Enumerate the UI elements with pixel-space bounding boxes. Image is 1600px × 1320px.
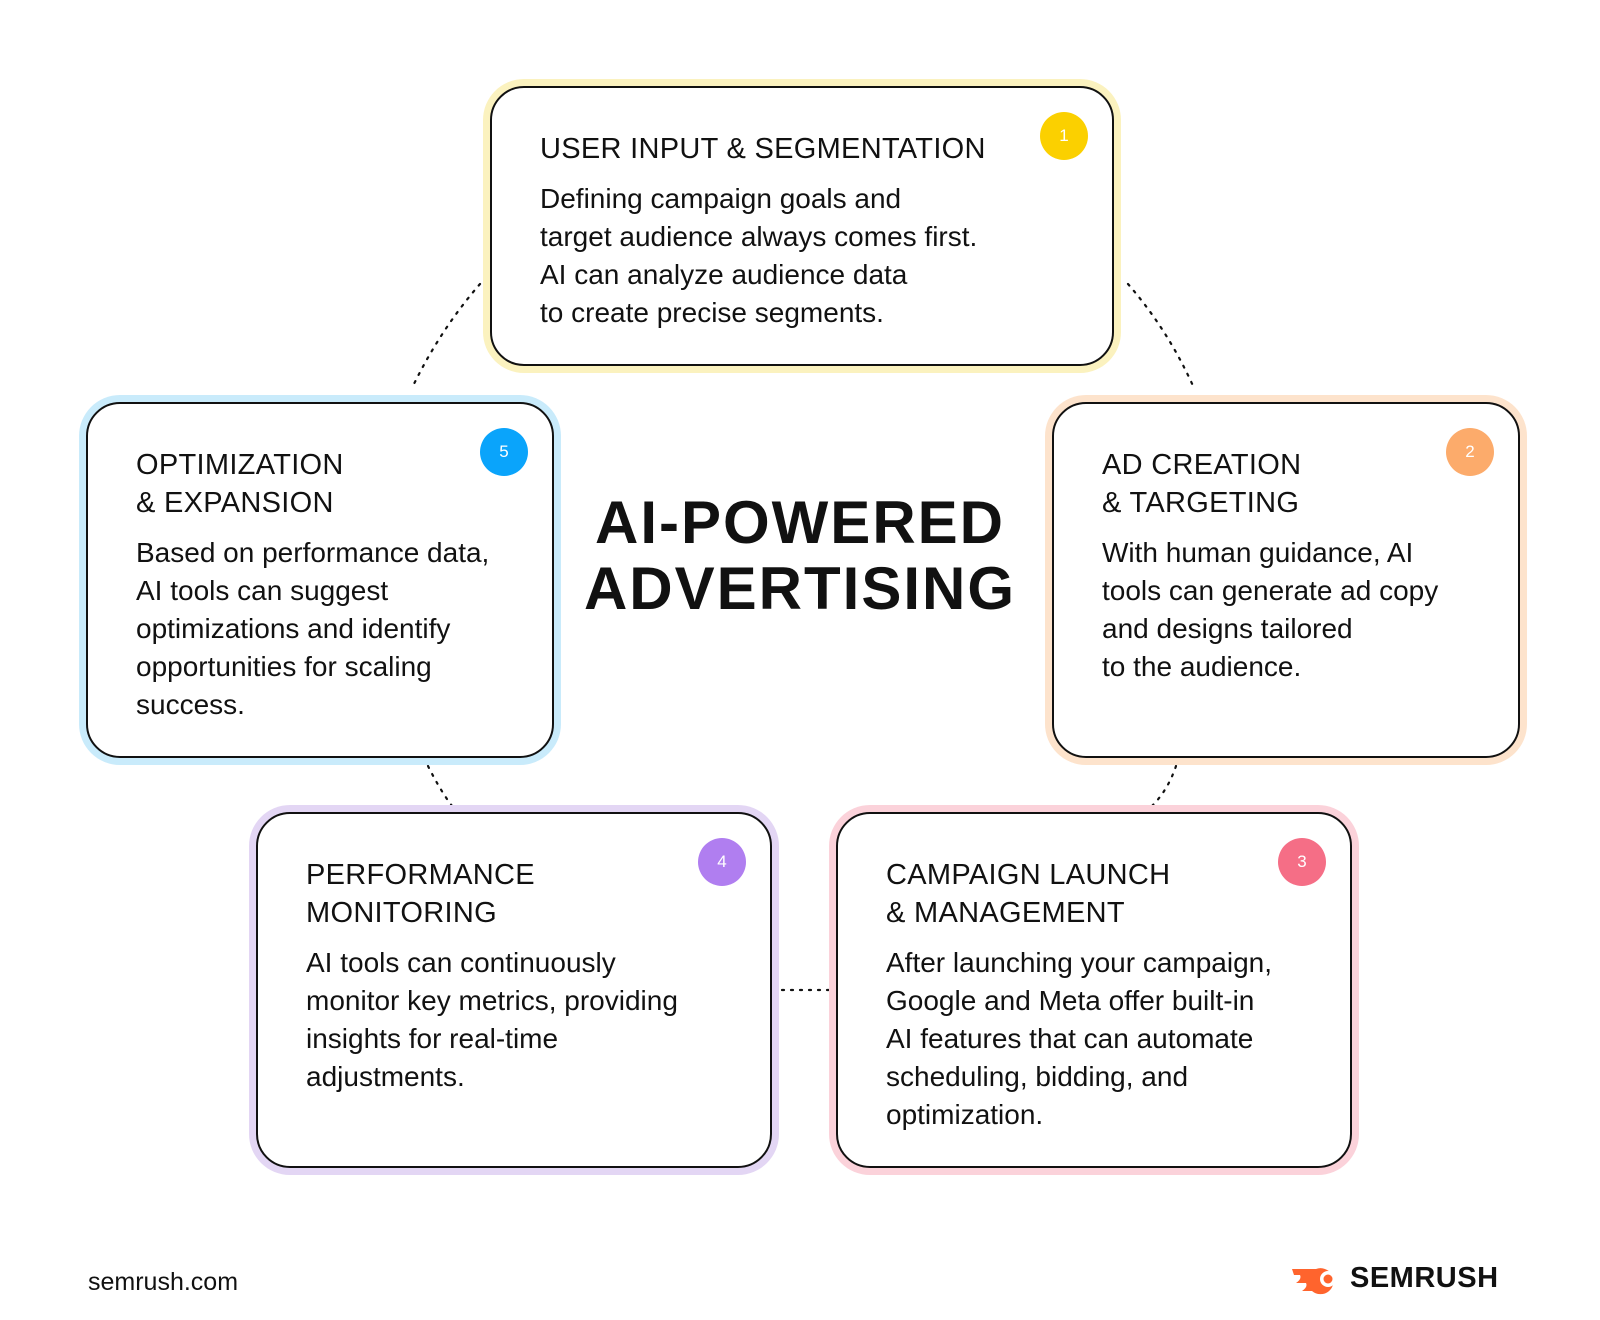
step-card-1: 1 USER INPUT & SEGMENTATION Defining cam… — [490, 86, 1114, 366]
step-title-2: AD CREATION & TARGETING — [1102, 449, 1302, 519]
step-description-5: Based on performance data, AI tools can … — [136, 537, 490, 720]
step-description-2: With human guidance, AI tools can genera… — [1102, 537, 1439, 682]
step-title-1: USER INPUT & SEGMENTATION — [540, 133, 986, 165]
connector-5-4 — [426, 764, 454, 808]
step-description-4: AI tools can continuously monitor key me… — [306, 947, 678, 1092]
step-card-5: 5 OPTIMIZATION & EXPANSION Based on perf… — [86, 402, 554, 758]
semrush-flame-icon — [1292, 1267, 1336, 1294]
step-description-1: Defining campaign goals and target audie… — [540, 183, 978, 328]
step-title-4: PERFORMANCE MONITORING — [306, 859, 535, 929]
step-description-3: After launching your campaign, Google an… — [886, 947, 1272, 1130]
step-card-3: 3 CAMPAIGN LAUNCH & MANAGEMENT After lau… — [836, 812, 1352, 1168]
step-title-3: CAMPAIGN LAUNCH & MANAGEMENT — [886, 859, 1171, 929]
step-badge-2: 2 — [1446, 428, 1494, 476]
step-title-5: OPTIMIZATION & EXPANSION — [136, 449, 344, 519]
connector-2-3 — [1150, 764, 1178, 808]
footer-site-url: semrush.com — [88, 1268, 239, 1296]
semrush-logo: SEMRUSH — [1290, 1262, 1499, 1295]
semrush-wordmark: SEMRUSH — [1350, 1262, 1499, 1294]
step-card-2: 2 AD CREATION & TARGETING With human gui… — [1052, 402, 1520, 758]
connector-1-2 — [1126, 282, 1196, 390]
step-badge-1: 1 — [1040, 112, 1088, 160]
connector-1-5 — [410, 282, 482, 390]
diagram-title: AI-POWERED ADVERTISING — [583, 489, 1017, 622]
step-badge-4: 4 — [698, 838, 746, 886]
step-badge-5: 5 — [480, 428, 528, 476]
step-badge-3: 3 — [1278, 838, 1326, 886]
step-card-4: 4 PERFORMANCE MONITORING AI tools can co… — [256, 812, 772, 1168]
